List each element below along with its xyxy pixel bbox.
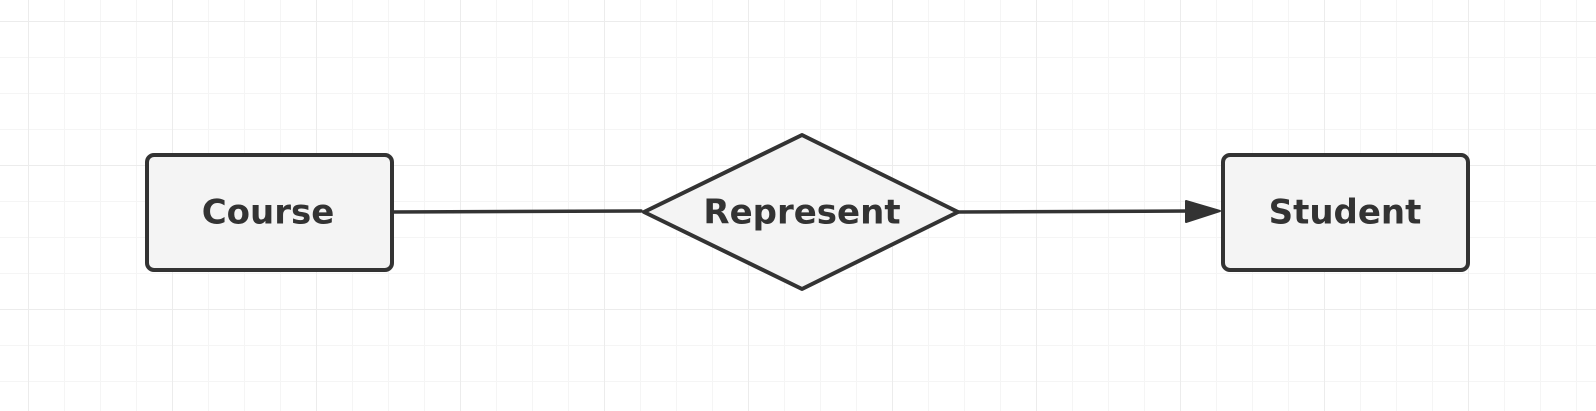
connector-course-represent[interactable] <box>389 209 643 214</box>
entity-student[interactable]: Student <box>1221 153 1470 272</box>
connector-represent-student[interactable] <box>956 209 1192 214</box>
entity-course[interactable]: Course <box>145 153 394 272</box>
entity-course-box[interactable] <box>145 153 394 272</box>
relationship-represent[interactable]: Represent <box>642 133 960 291</box>
entity-student-label: Student <box>1269 193 1422 233</box>
entity-course-label: Course <box>202 193 335 233</box>
arrowhead-icon <box>1185 200 1221 223</box>
relationship-represent-diamond[interactable] <box>642 133 960 291</box>
relationship-represent-label: Represent <box>703 193 900 233</box>
entity-student-box[interactable] <box>1221 153 1470 272</box>
